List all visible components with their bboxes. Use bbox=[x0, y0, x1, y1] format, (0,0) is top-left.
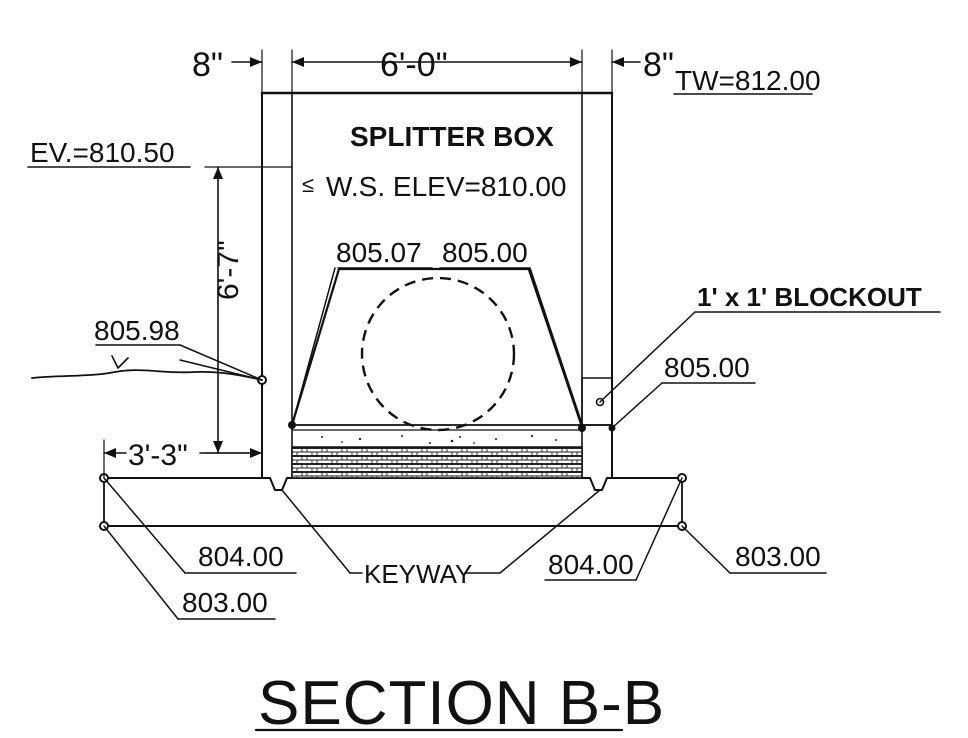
keyway-label: KEYWAY bbox=[364, 559, 472, 589]
leaders bbox=[27, 93, 941, 732]
elev-footing-bottom-right: 803.00 bbox=[735, 541, 821, 572]
pipe-outline bbox=[360, 276, 516, 432]
dim-arrow-right-inner bbox=[570, 57, 582, 67]
elev-ground: 805.98 bbox=[94, 315, 180, 346]
section-title: SECTION B-B bbox=[258, 669, 665, 738]
channel-trapezoid bbox=[290, 267, 584, 427]
structure bbox=[31, 91, 687, 531]
dimensions bbox=[103, 49, 641, 479]
dim-inner-width: 6'-0" bbox=[380, 46, 448, 84]
box-label: SPLITTER BOX bbox=[350, 121, 554, 152]
dim-footing-ext: 3'-3" bbox=[128, 439, 188, 472]
ground-line bbox=[31, 369, 263, 381]
dim-left-wall: 8" bbox=[192, 46, 223, 84]
ws-symbol: ≤ bbox=[302, 172, 314, 197]
ws-elev: W.S. ELEV=810.00 bbox=[326, 171, 567, 202]
elev-left-top: EV.=810.50 bbox=[30, 137, 175, 168]
elev-right-inv: 805.00 bbox=[664, 352, 750, 383]
base-slab-hatch bbox=[291, 446, 583, 479]
dim-arrow-left-inner bbox=[292, 57, 304, 67]
elev-footing-bottom-left: 803.00 bbox=[182, 587, 268, 618]
labels: 8" 6'-0" 8" TW=812.00 EV.=810.50 SPLITTE… bbox=[30, 46, 922, 738]
blockout-rect bbox=[581, 377, 613, 426]
dim-right-wall: 8" bbox=[643, 46, 674, 84]
elev-pipe-inv-left: 805.07 bbox=[336, 237, 422, 268]
gravel-specks bbox=[321, 434, 557, 444]
blockout-label: 1' x 1' BLOCKOUT bbox=[697, 282, 922, 312]
blockout-dot bbox=[595, 397, 605, 407]
dim-height: 6'-7" bbox=[212, 240, 245, 300]
elev-footing-top-right: 804.00 bbox=[548, 549, 634, 580]
footing-top bbox=[103, 477, 683, 491]
elev-footing-top-left: 804.00 bbox=[198, 541, 284, 572]
elev-top-wall: TW=812.00 bbox=[675, 65, 821, 96]
elev-pipe-inv-right: 805.00 bbox=[442, 237, 528, 268]
ground-tick bbox=[111, 355, 129, 369]
